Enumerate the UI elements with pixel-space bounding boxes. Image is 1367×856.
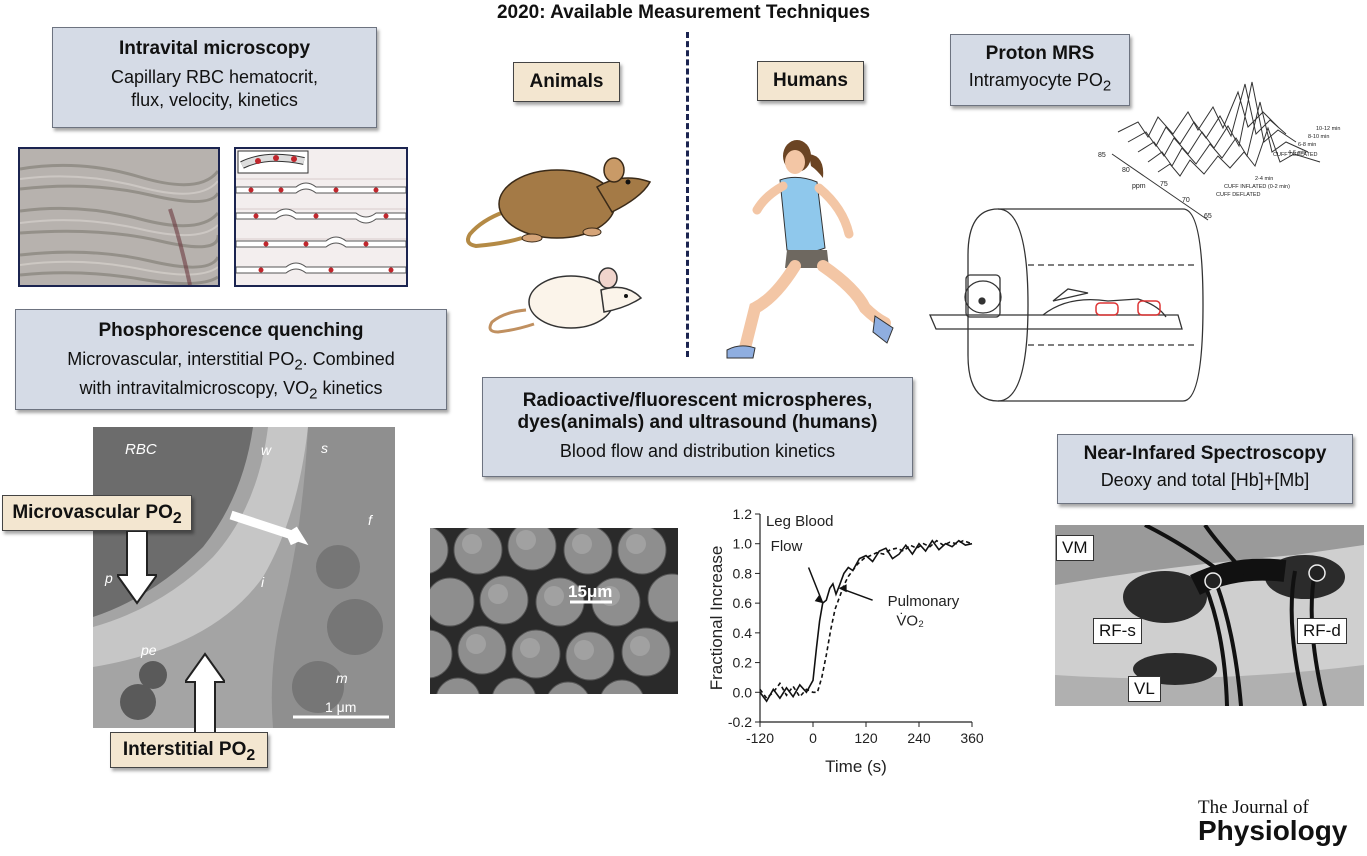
- em-label-w: w: [261, 442, 272, 458]
- em-label-s: s: [321, 440, 328, 456]
- annotation-leg-blood: Leg Blood: [766, 513, 834, 530]
- annotation-vo2: V̇O₂: [896, 612, 924, 629]
- microspheres-line1: Radioactive/fluorescent microspheres,: [522, 390, 873, 411]
- mrs-annotation-4: 6-8 min: [1298, 142, 1316, 148]
- y-tick-label: 1.2: [733, 506, 753, 522]
- down-arrow-icon: [117, 531, 157, 605]
- nirs-label-rfs: RF-s: [1093, 618, 1142, 644]
- mrs-tick-70: 70: [1182, 197, 1190, 204]
- y-tick-label: 0.2: [733, 655, 753, 671]
- em-label-f: f: [368, 512, 374, 528]
- intravital-heading: Intravital microscopy: [118, 38, 311, 59]
- em-label-i: i: [261, 574, 265, 590]
- nirs-photo: VM RF-s RF-d VL: [1055, 525, 1364, 706]
- nirs-label-rfd: RF-d: [1297, 618, 1347, 644]
- rat-illustration: [466, 157, 652, 249]
- runner-illustration: [726, 140, 894, 359]
- y-tick-label: 0.0: [733, 684, 753, 700]
- blood-flow-chart: -0.2 0.0 0.2 0.4 0.6 0.8 1.0 1.2 -120 0 120 240 360T…: [707, 506, 984, 776]
- humans-label: Humans: [757, 61, 864, 101]
- mrs-tick-75: 75: [1160, 181, 1168, 188]
- x-tick-label: 360: [960, 730, 984, 746]
- intravital-line1: Capillary RBC hematocrit,: [110, 67, 319, 87]
- journal-logo: The Journal of Physiology: [1198, 797, 1364, 847]
- y-tick-label: -0.2: [728, 714, 752, 730]
- em-label-m: m: [336, 670, 348, 686]
- series-line-pulmonary-vo2: [759, 539, 973, 700]
- mrs-annotation-6: 2-4 min: [1255, 176, 1273, 182]
- x-tick-label: 120: [854, 730, 878, 746]
- phosphorescence-line2: with intravitalmicroscopy, VO2 kinetics: [79, 377, 383, 403]
- phosphorescence-line1: Microvascular, interstitial PO2. Combine…: [67, 349, 395, 374]
- microsphere-scale-label: 15μm: [568, 582, 612, 601]
- electron-micrograph: RBC w s f p i pe m 1 μm: [93, 427, 395, 728]
- page-title: 2020: Available Measurement Techniques: [496, 2, 871, 23]
- nirs-label-vm: VM: [1056, 535, 1094, 561]
- intravital-box: Intravital microscopy Capillary RBC hema…: [52, 27, 377, 128]
- mouse-illustration: [488, 267, 643, 334]
- em-scale-label: 1 μm: [325, 699, 356, 715]
- arrow-icon: [229, 510, 309, 546]
- interstitial-po2-label: Interstitial PO2: [110, 732, 268, 768]
- nirs-label-vl: VL: [1128, 676, 1161, 702]
- series-line-leg-blood-flow: [759, 539, 973, 703]
- annotation-arrowhead-vo2: [838, 584, 847, 593]
- em-label-rbc: RBC: [125, 441, 157, 458]
- annotation-flow: Flow: [771, 538, 803, 555]
- mrs-annotation-8: CUFF DEFLATED: [1216, 192, 1261, 198]
- microspheres-line3: Blood flow and distribution kinetics: [559, 441, 836, 461]
- x-tick-label: -120: [746, 730, 774, 746]
- microspheres-box: Radioactive/fluorescent microspheres, dy…: [482, 377, 913, 477]
- mrs-axis-label: ppm: [1132, 183, 1146, 190]
- intravital-line2: flux, velocity, kinetics: [131, 90, 298, 110]
- microspheres-line2: dyes(animals) and ultrasound (humans): [517, 412, 878, 433]
- mrs-tick-65: 65: [1204, 213, 1212, 220]
- proton-mrs-heading: Proton MRS: [985, 43, 1095, 64]
- x-axis-label: Time (s): [825, 757, 887, 776]
- divider-line: [686, 32, 689, 357]
- y-axis-label: Fractional Increase: [707, 546, 726, 691]
- y-tick-label: 0.4: [733, 625, 753, 641]
- em-label-p: p: [104, 570, 113, 586]
- mrs-annotation-5: 4-6 min: [1288, 150, 1306, 156]
- phosphorescence-box: Phosphorescence quenching Microvascular,…: [15, 309, 447, 410]
- mrs-annotation-1: CUFF DEFLATED: [1273, 152, 1318, 158]
- annotation-pulmonary: Pulmonary: [888, 593, 960, 610]
- y-tick-label: 1.0: [733, 536, 753, 552]
- y-tick-label: 0.8: [733, 565, 753, 581]
- mrs-annotation-2: 10-12 min: [1316, 126, 1340, 132]
- em-label-pe: pe: [140, 642, 157, 658]
- x-tick-label: 240: [907, 730, 931, 746]
- nirs-box: Near-Infared Spectroscopy Deoxy and tota…: [1057, 434, 1353, 504]
- mri-scanner-illustration: [929, 208, 1204, 402]
- capillary-diagram: [234, 147, 408, 287]
- phosphorescence-heading: Phosphorescence quenching: [98, 320, 364, 341]
- annotation-arrowhead-leg: [814, 594, 823, 604]
- mrs-tick-85: 85: [1098, 152, 1106, 159]
- up-arrow-icon: [185, 652, 225, 736]
- mrs-spectrum: CUFF DEFLATED 10-12 min 8-10 min 6-8 min…: [1098, 81, 1340, 221]
- microsphere-photo: 15μm: [430, 528, 678, 694]
- intravital-photo: [18, 147, 220, 287]
- x-tick-label: 0: [809, 730, 817, 746]
- mrs-tick-80: 80: [1122, 167, 1130, 174]
- animals-label: Animals: [513, 62, 620, 102]
- proton-mrs-line1: Intramyocyte PO2: [968, 70, 1112, 95]
- y-tick-label: 0.6: [733, 595, 753, 611]
- journal-logo-line2: Physiology: [1198, 815, 1348, 846]
- journal-logo-line1: The Journal of: [1198, 797, 1309, 818]
- mrs-annotation-3: 8-10 min: [1308, 134, 1329, 140]
- nirs-line1: Deoxy and total [Hb]+[Mb]: [1100, 470, 1310, 490]
- nirs-heading: Near-Infared Spectroscopy: [1083, 443, 1327, 464]
- mrs-annotation-7: CUFF INFLATED (0-2 min): [1224, 184, 1290, 190]
- microvascular-po2-label: Microvascular PO2: [2, 495, 192, 531]
- proton-mrs-box: Proton MRS Intramyocyte PO2: [950, 34, 1130, 106]
